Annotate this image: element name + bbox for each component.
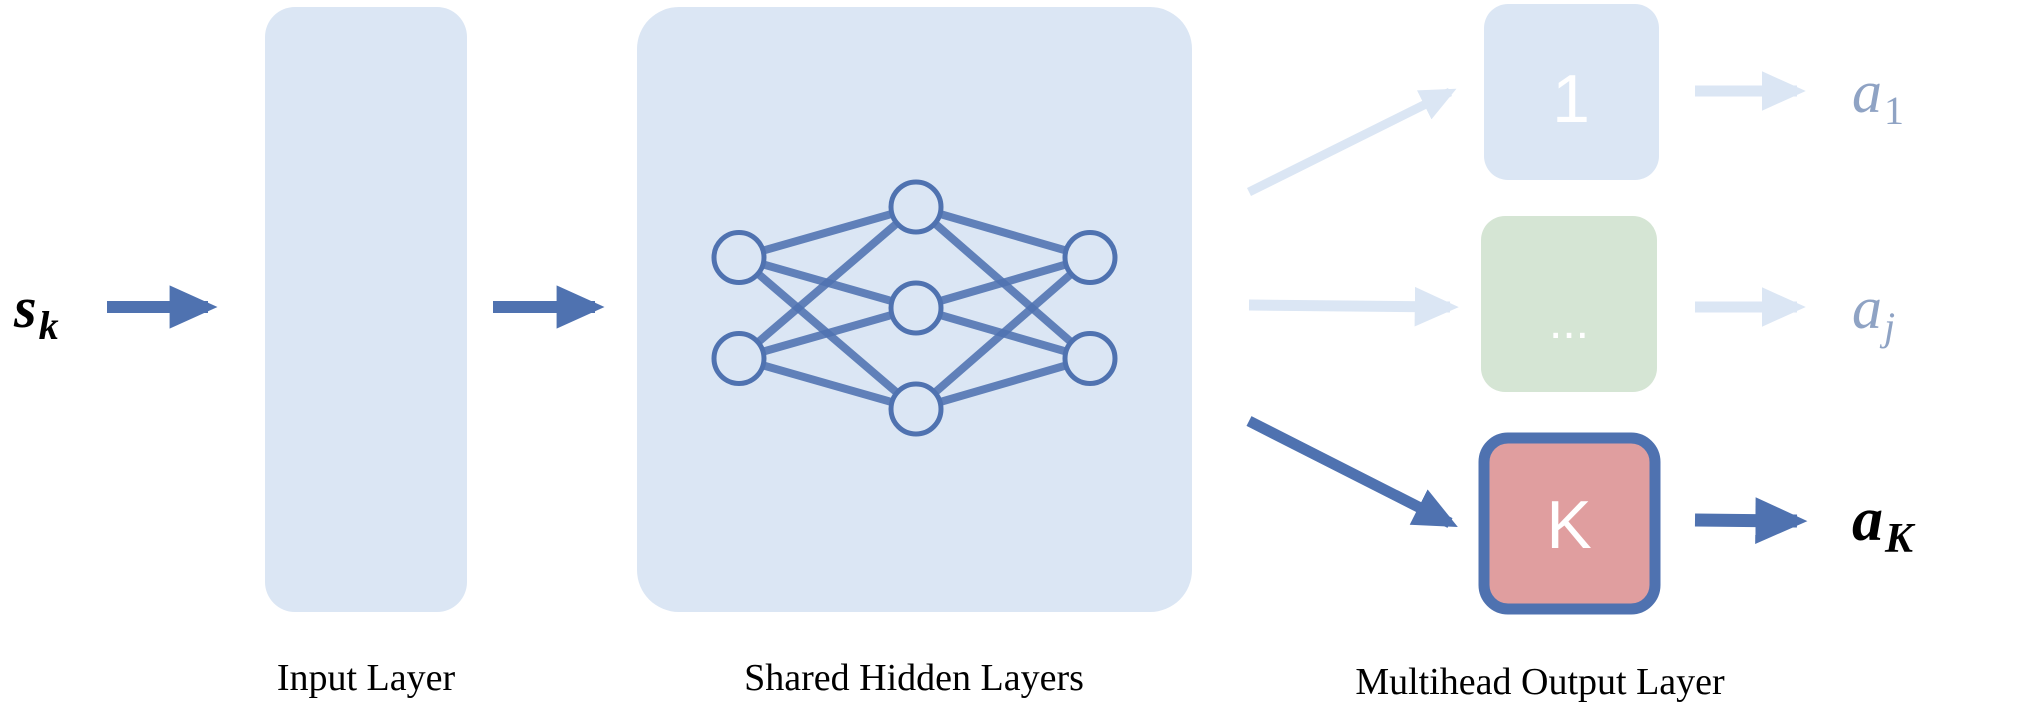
- nn-edge: [736, 203, 919, 362]
- nn-edge: [737, 203, 918, 262]
- output-action-K: aK: [1852, 486, 1916, 562]
- output-action-K-subscript: K: [1884, 516, 1916, 562]
- nn-node: [1062, 230, 1118, 285]
- output-head-j-box: [1481, 216, 1657, 392]
- output-action-1: a1: [1852, 59, 1904, 133]
- output-head-1-label: 1: [1552, 61, 1590, 137]
- output-action-j-subscript: j: [1879, 304, 1895, 349]
- output-action-1-subscript: 1: [1884, 88, 1904, 133]
- nn-node: [711, 230, 767, 285]
- output-action-K-symbol: a: [1852, 486, 1883, 554]
- output-action-j: aj: [1852, 275, 1895, 349]
- output-action-1-symbol: a: [1852, 59, 1882, 125]
- arrow-shared-to-head-K: [1246, 416, 1458, 528]
- nn-edge: [737, 354, 918, 413]
- multihead-output-layer-caption: Multihead Output Layer: [1355, 661, 1725, 703]
- nn-edge: [914, 253, 1092, 312]
- output-head-1-box: [1484, 4, 1659, 180]
- output-action-j-symbol: a: [1852, 275, 1882, 341]
- shared-hidden-layers-caption: Shared Hidden Layers: [744, 657, 1084, 699]
- nn-edge: [914, 354, 1092, 413]
- nn-edge: [913, 254, 1093, 413]
- neural-network-icon: [711, 179, 1118, 437]
- nn-node: [888, 179, 944, 235]
- input-subscript: k: [39, 303, 59, 348]
- input-state-label: sk: [13, 275, 59, 348]
- arrow-head-K-to-output: [1694, 497, 1808, 544]
- nn-node: [888, 381, 944, 437]
- nn-node: [1062, 331, 1118, 386]
- arrow-shared-to-head-j: [1248, 286, 1459, 327]
- output-head-K-box: [1478, 432, 1661, 615]
- input-symbol: s: [13, 275, 37, 340]
- nn-edge: [914, 203, 1092, 262]
- nn-edge: [737, 304, 918, 363]
- input-layer-box: [265, 7, 467, 612]
- output-head-K-label: K: [1546, 487, 1591, 563]
- nn-node: [711, 331, 767, 386]
- input-layer-caption: Input Layer: [277, 657, 456, 699]
- nn-node: [888, 280, 944, 336]
- output-head-j-label: ...: [1549, 296, 1589, 349]
- arrow-shared-to-head-1: [1246, 87, 1457, 197]
